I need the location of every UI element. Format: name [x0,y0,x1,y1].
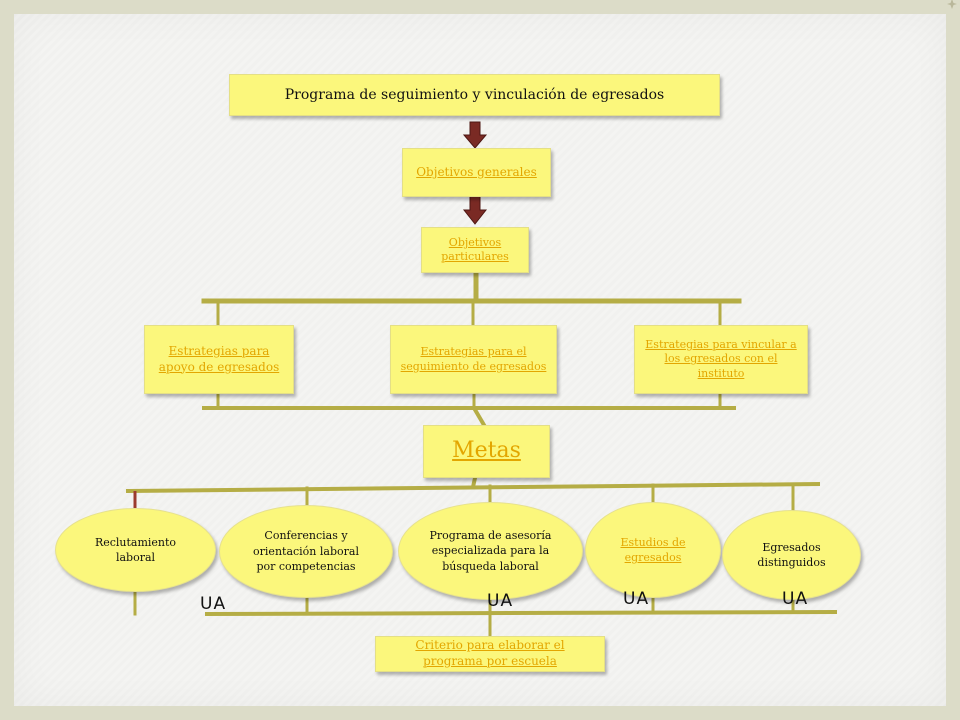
program-distinguished-graduates: Egresados distinguidos [722,510,861,600]
strategy-followup-box[interactable]: Estrategias para el seguimiento de egres… [390,325,557,394]
program-conferences: Conferencias y orientación laboral por c… [219,505,393,598]
particular-objectives-box[interactable]: Objetivos particulares [421,227,529,273]
program-recruitment: Reclutamiento laboral [55,508,216,592]
program-title-box: Programa de seguimiento y vinculación de… [229,74,720,116]
criteria-box[interactable]: Criterio para elaborar el programa por e… [375,636,605,672]
program-graduate-studies[interactable]: Estudios de egresados [585,502,721,598]
program-advisory: Programa de asesoría especializada para … [398,502,583,600]
corner-ornament-icon [947,0,957,9]
ua-label: UA [200,594,227,614]
strategy-support-box[interactable]: Estrategias para apoyo de egresados [144,325,294,394]
ua-label: UA [782,589,809,609]
ua-label: UA [487,591,514,611]
ua-label: UA [623,589,650,609]
strategy-linking-box[interactable]: Estrategias para vincular a los egresado… [634,325,808,394]
general-objectives-box[interactable]: Objetivos generales [402,148,551,197]
goals-box[interactable]: Metas [423,425,550,478]
